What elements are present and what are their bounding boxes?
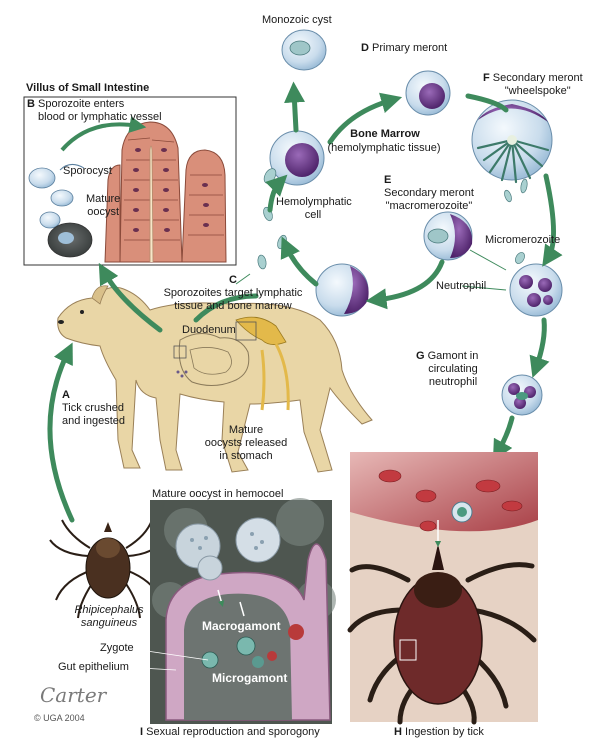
label-tick-species: Rhipicephalus sanguineus <box>66 604 152 630</box>
label-mature-oocyst-hemocoel: Mature oocyst in hemocoel <box>152 488 283 501</box>
stage-letter-f: F <box>483 72 490 84</box>
label-monozoic-cyst: Monozoic cyst <box>262 14 332 27</box>
stage-letter-h: H <box>394 726 402 738</box>
stage-letter-b: B <box>27 98 35 110</box>
label-microgamont: Microgamont <box>212 672 287 685</box>
label-tick-crushed: ATick crushed and ingested <box>62 389 125 428</box>
stage-letter-e: E <box>384 174 391 186</box>
label-bone-marrow-sub: (hemolymphatic tissue) <box>319 142 449 155</box>
label-mature-oocyst: Mature oocyst <box>86 193 120 219</box>
stage-letter-d: D <box>361 42 369 54</box>
label-macrogamont: Macrogamont <box>202 620 281 633</box>
caption-ingestion-by-tick-text: Ingestion by tick <box>405 726 484 738</box>
label-sporozoite-enters: B Sporozoite enters blood or lymphatic v… <box>27 98 162 124</box>
label-gamont: G Gamont in circulating neutrophil <box>416 350 478 389</box>
label-secondary-meront-f: F Secondary meront "wheelspoke" <box>483 72 583 98</box>
label-micromerozoite: Micromerozoite <box>485 234 560 247</box>
label-sporozoite-enters-text: Sporozoite enters blood or lymphatic ves… <box>38 98 162 124</box>
caption-sexual-reproduction: I Sexual reproduction and sporogony <box>140 726 320 739</box>
label-neutrophil: Neutrophil <box>436 280 486 293</box>
ingestion-panel <box>350 452 538 722</box>
stage-letter-g: G <box>416 350 425 362</box>
label-primary-meront-text: Primary meront <box>372 42 447 54</box>
caption-sexual-reproduction-text: Sexual reproduction and sporogony <box>146 726 320 738</box>
label-duodenum: Duodenum <box>182 324 236 337</box>
copyright-notice: © UGA 2004 <box>34 712 85 725</box>
label-sporocyst: Sporocyst <box>63 165 112 178</box>
label-secondary-meront-e: ESecondary meront "macromerozoite" <box>384 174 474 213</box>
label-gamont-text: Gamont in circulating neutrophil <box>428 350 479 389</box>
caption-ingestion-by-tick: H Ingestion by tick <box>394 726 484 739</box>
label-tick-crushed-text: Tick crushed and ingested <box>62 402 125 428</box>
label-wheelspoke-text: Secondary meront "wheelspoke" <box>493 72 583 98</box>
stage-letter-c: C <box>229 274 237 286</box>
label-zygote: Zygote <box>100 642 134 655</box>
hemocoel-panel <box>140 498 336 724</box>
stage-letter-a: A <box>62 389 70 401</box>
label-sporozoites-target: CSporozoites target lymphatic tissue and… <box>138 274 328 313</box>
label-oocysts-released: Mature oocysts released in stomach <box>190 424 302 463</box>
stage-letter-i: I <box>140 726 143 738</box>
artist-signature: Carter <box>40 684 106 706</box>
label-primary-meront: D Primary meront <box>361 42 447 55</box>
label-bone-marrow-title: Bone Marrow <box>337 128 433 141</box>
label-hemolymphatic-cell: Hemolymphatic cell <box>276 196 350 222</box>
label-gut-epithelium: Gut epithelium <box>58 661 129 674</box>
label-macromerozoite-text: Secondary meront "macromerozoite" <box>384 187 474 213</box>
label-sporozoites-target-text: Sporozoites target lymphatic tissue and … <box>164 287 303 313</box>
label-villus-title: Villus of Small Intestine <box>26 82 149 95</box>
